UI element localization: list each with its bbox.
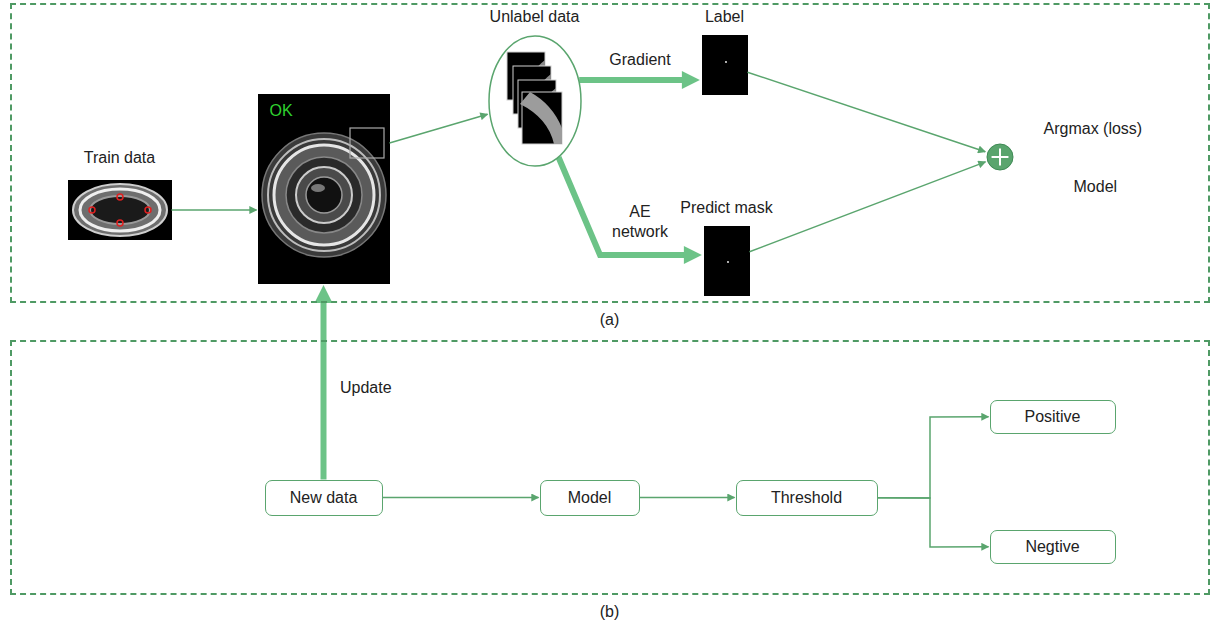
edge-label: Update: [340, 378, 392, 398]
sum-node: Argmax (loss)Model: [986, 143, 1014, 171]
inspection-image: [258, 94, 390, 284]
defect-mark: [145, 207, 151, 213]
bore-ring: [296, 167, 352, 223]
process-box: New data: [265, 480, 383, 516]
result-box: Positive: [990, 400, 1116, 434]
image-frame: Predict mask: [704, 226, 750, 296]
patch-stack: [507, 52, 562, 144]
predict-mask-image: [704, 226, 750, 296]
plus-bar: [999, 148, 1001, 165]
image-frame: Train data: [68, 180, 172, 240]
image-title: Label: [705, 7, 744, 26]
process-box: Model: [540, 480, 640, 516]
sum-symbol: [986, 143, 1014, 171]
ring-band: [80, 189, 160, 231]
ring-edge: [268, 139, 380, 251]
edge-label: Gradient: [609, 50, 670, 70]
defect-mark: [89, 207, 95, 213]
mask-dot: [727, 261, 729, 263]
ring-outer: [262, 133, 386, 257]
box-label: Threshold: [771, 488, 842, 507]
panel-frame: (a)Train dataOKUnlabel dataLabelPredict …: [10, 3, 1210, 303]
data-ellipse: Unlabel data: [488, 35, 582, 167]
process-box: Threshold: [736, 480, 878, 516]
connector-arrow: [172, 209, 257, 211]
ellipse-outline: [488, 35, 582, 167]
image-ground: [68, 180, 172, 240]
connector-arrow: [878, 417, 989, 498]
image-ground: [704, 226, 750, 296]
connector-arrow: [383, 497, 539, 499]
group-title: Unlabel data: [490, 7, 580, 26]
operation-label: Model: [1074, 177, 1118, 196]
box-label: Negtive: [1025, 537, 1079, 556]
ring-outer: [73, 184, 167, 236]
defect-mark: [117, 194, 123, 200]
panel-frame: (b)New dataModelThresholdPositiveNegtive: [10, 340, 1210, 595]
result-box: Negtive: [990, 530, 1116, 564]
box-label: Positive: [1024, 407, 1080, 426]
sum-circle: [987, 144, 1013, 170]
panel-caption: (b): [600, 602, 620, 621]
highlight: [311, 184, 325, 192]
flow-arrow: [559, 157, 688, 255]
connector-arrow: [390, 114, 488, 143]
connector-arrow: [640, 497, 735, 499]
status-text: OK: [270, 101, 293, 120]
image-frame: Label: [702, 35, 748, 95]
image-title: Predict mask: [680, 198, 772, 217]
defect-mark: [117, 220, 123, 226]
ring-inner: [286, 157, 362, 233]
ring-band: [274, 145, 374, 245]
mask-dot: [725, 61, 727, 63]
bore: [306, 177, 342, 213]
ellipse-outline: [489, 36, 581, 166]
box-label: New data: [290, 488, 358, 507]
image-title: Train data: [84, 148, 155, 167]
panel-caption: (a): [600, 310, 620, 329]
image-frame: OK: [258, 94, 390, 284]
flow-arrow: [579, 77, 685, 83]
patch-band: [520, 92, 562, 144]
train-data-image: [68, 180, 172, 240]
image-ground: [702, 35, 748, 95]
edge-label: AE network: [605, 202, 675, 242]
operation-label: Argmax (loss): [1044, 119, 1143, 138]
connector-arrow: [878, 498, 989, 547]
flow-arrow: [321, 300, 327, 480]
label-image: [702, 35, 748, 95]
crop-window: [350, 128, 384, 158]
connector-arrow: [750, 162, 986, 252]
connector-arrow: [748, 72, 986, 152]
image-ground: [258, 94, 390, 284]
box-label: Model: [568, 488, 612, 507]
